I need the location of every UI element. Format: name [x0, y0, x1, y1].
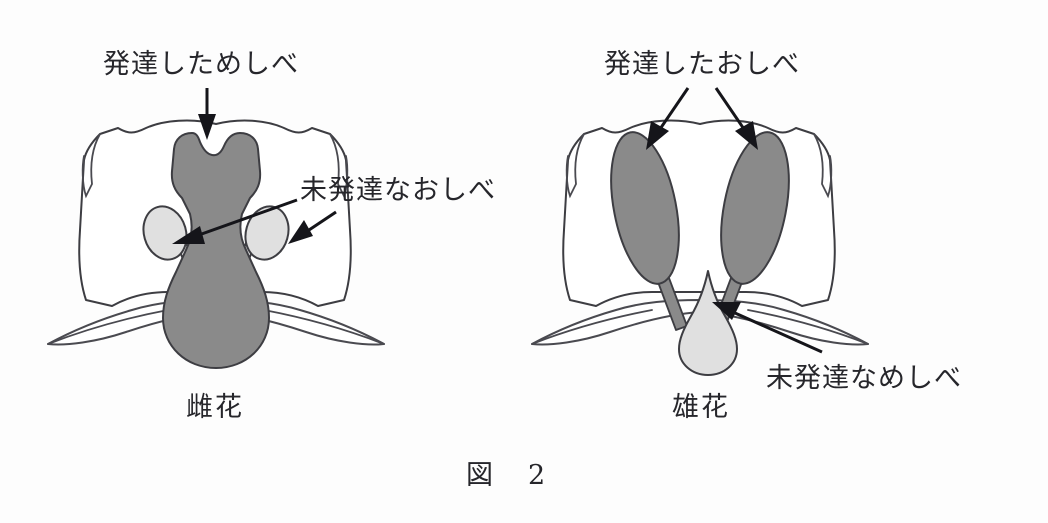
caption-female-flower: 雌花	[186, 392, 244, 423]
female-sepal-vein-left	[47, 309, 169, 345]
figure-caption-group: 図 2	[466, 460, 545, 491]
male-petal-crease-left	[565, 133, 585, 199]
caption-male-flower: 雄花	[672, 392, 730, 423]
label-developed-stamen: 発達したおしべ	[604, 49, 800, 80]
arrowhead-undeveloped-stamen-right	[288, 220, 313, 244]
female-flower-diagram: 発達しためしべ 未発達なおしべ 雌花	[47, 49, 496, 423]
figure-caption-label: 図	[466, 460, 493, 491]
leader-undeveloped-pistil	[734, 311, 823, 354]
arrowhead-developed-pistil	[198, 114, 216, 140]
male-flower-diagram: 発達したおしべ 未発達なめしべ 雄花	[531, 49, 962, 423]
arrowhead-undeveloped-stamen-left	[172, 226, 205, 244]
male-sepal-vein-right	[747, 309, 869, 345]
label-developed-pistil: 発達しためしべ	[103, 49, 299, 80]
arrowhead-undeveloped-pistil	[712, 302, 741, 320]
leader-developed-stamen-right	[714, 87, 748, 133]
female-stamen-anther-left	[142, 205, 188, 261]
arrowhead-developed-stamen-left	[646, 121, 669, 150]
male-pistil	[678, 270, 738, 376]
leader-undeveloped-stamen-right	[305, 210, 337, 234]
arrowhead-developed-stamen-right	[735, 121, 758, 150]
female-petal-crease-left	[81, 133, 101, 199]
female-petal-crease-right	[329, 133, 349, 199]
female-pistil	[162, 132, 270, 369]
male-stamen-anther-right	[720, 131, 790, 285]
male-sepal-vein-left	[531, 309, 653, 345]
female-sepal-vein-right	[263, 309, 385, 345]
leader-undeveloped-stamen-left	[195, 198, 298, 238]
figure-caption-number: 2	[528, 460, 545, 491]
label-undeveloped-pistil: 未発達なめしべ	[766, 363, 962, 394]
male-stamen-anther-left	[610, 131, 680, 285]
male-petal-crease-right	[813, 133, 833, 199]
male-petals	[562, 119, 836, 307]
label-undeveloped-stamen: 未発達なおしべ	[300, 175, 496, 206]
leader-developed-stamen-left	[656, 87, 690, 133]
